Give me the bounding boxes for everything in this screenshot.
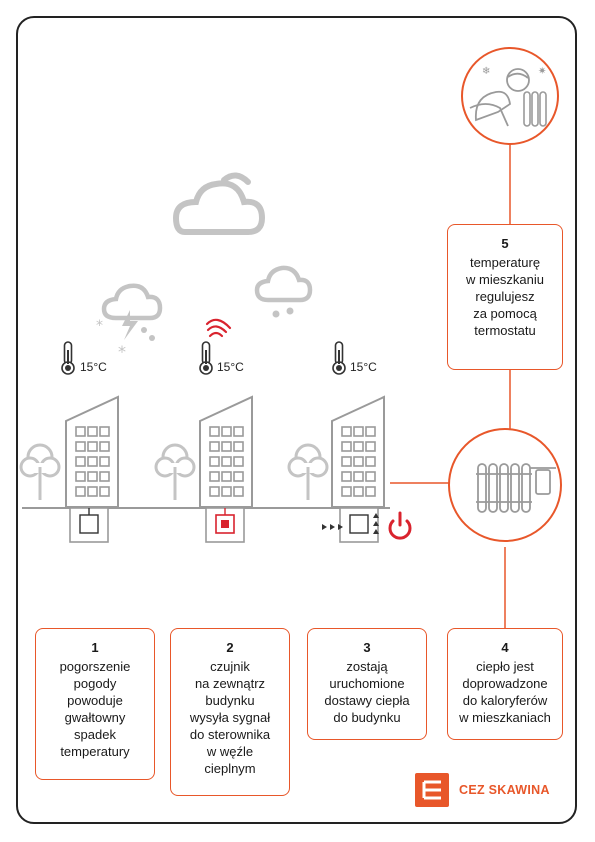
tree-icon (287, 443, 329, 502)
heat-exchanger-icon (205, 507, 245, 543)
radiator-icon (448, 428, 562, 542)
step-text: czujnik na zewnątrz budynku wysyła sygna… (189, 659, 271, 776)
signal-icon (205, 318, 232, 338)
step-box-4: 4 ciepło jest doprowadzone do kaloryferó… (447, 628, 563, 740)
building-icon (199, 396, 253, 508)
storm-cloud-icon: * * (96, 283, 163, 361)
step-number: 1 (91, 640, 99, 655)
svg-text:✷: ✷ (538, 66, 546, 77)
thermometer-icon (199, 341, 213, 375)
tree-icon (154, 443, 196, 502)
brand: CEZ SKAWINA (415, 773, 550, 807)
step-number: 4 (501, 640, 509, 655)
thermometer-icon (332, 341, 346, 375)
step-box-2: 2 czujnik na zewnątrz budynku wysyła syg… (170, 628, 290, 796)
step-text: pogorszenie pogody powoduje gwałtowny sp… (59, 659, 131, 759)
svg-text:*: * (96, 318, 103, 334)
cloud-icon (172, 172, 266, 235)
brand-name: CEZ SKAWINA (459, 783, 550, 797)
thermometer-icon (61, 341, 75, 375)
step-number: 3 (363, 640, 371, 655)
step-box-5: 5 temperaturę w mieszkaniu regulujesz za… (447, 224, 563, 370)
temperature-label: 15°C (80, 360, 107, 374)
svg-text:*: * (118, 342, 126, 361)
building-icon (331, 396, 385, 508)
thermostat-person-icon: ❄ ✷ (461, 47, 559, 145)
step-text: ciepło jest doprowadzone do kaloryferów … (459, 659, 551, 725)
tree-icon (19, 443, 61, 502)
svg-text:❄: ❄ (482, 66, 490, 77)
step-number: 2 (226, 640, 234, 655)
step-number: 5 (501, 236, 509, 251)
temperature-label: 15°C (350, 360, 377, 374)
heat-exchanger-icon (69, 507, 109, 543)
step-box-3: 3 zostają uruchomione dostawy ciepła do … (307, 628, 427, 740)
building-icon (65, 396, 119, 508)
heat-exchanger-icon (322, 507, 379, 543)
temperature-label: 15°C (217, 360, 244, 374)
step-text: zostają uruchomione dostawy ciepła do bu… (324, 659, 410, 725)
page-frame (16, 16, 577, 824)
power-icon (388, 511, 412, 540)
rain-cloud-icon (254, 265, 313, 318)
step-text: temperaturę w mieszkaniu regulujesz za p… (465, 255, 545, 338)
step-box-1: 1 pogorszenie pogody powoduje gwałtowny … (35, 628, 155, 780)
brand-logo-icon (415, 773, 449, 807)
